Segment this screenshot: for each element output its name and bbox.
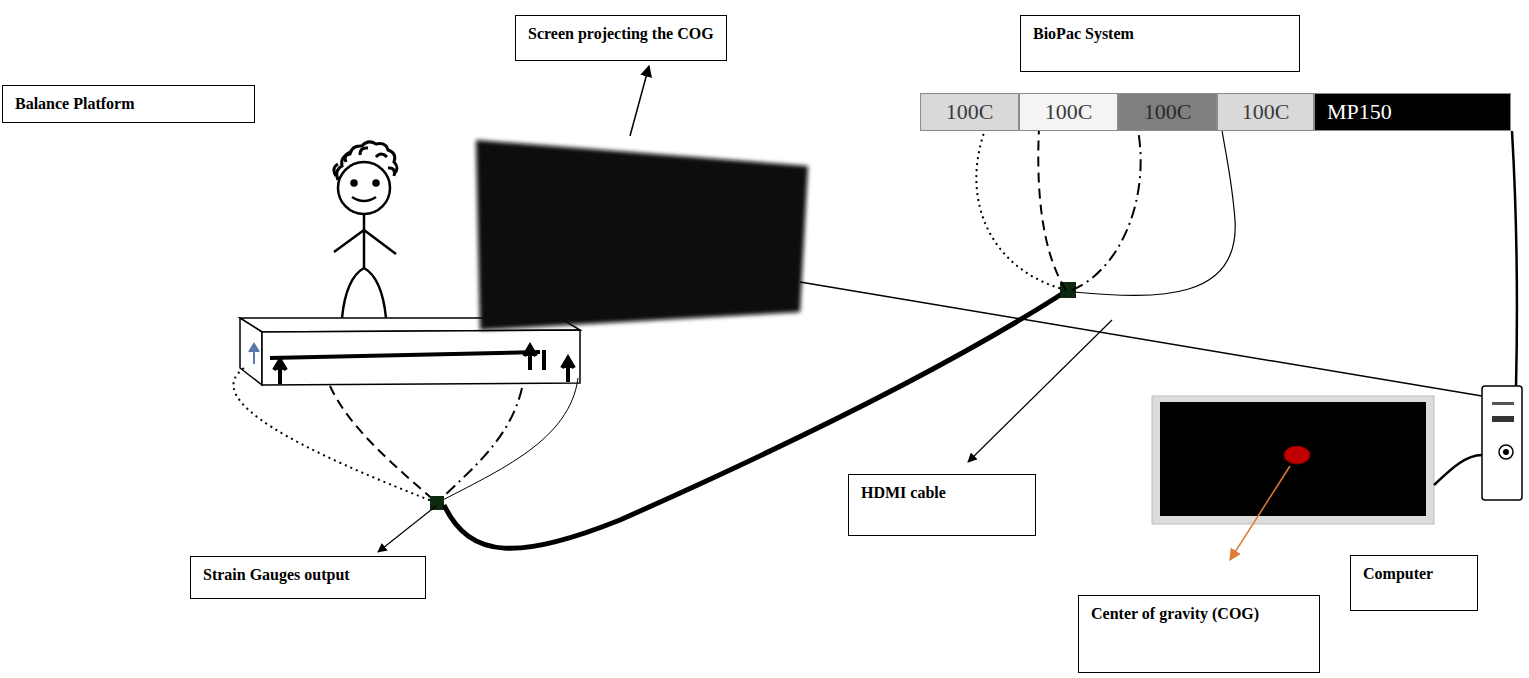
amplifier-module: 100C bbox=[1019, 93, 1118, 131]
module-wires bbox=[976, 112, 1235, 295]
callout-text: Computer bbox=[1363, 564, 1465, 584]
amplifier-module: 100C bbox=[1217, 93, 1314, 131]
callout-text: Strain Gauges output bbox=[203, 565, 413, 585]
module-label: 100C bbox=[946, 99, 994, 125]
leader-line bbox=[1230, 466, 1290, 560]
module-label: 100C bbox=[1144, 99, 1192, 125]
callout-box: Screen projecting the COG bbox=[515, 15, 727, 61]
module-label: MP150 bbox=[1327, 99, 1392, 125]
callout-text: Balance Platform bbox=[15, 94, 242, 114]
leader-line bbox=[378, 506, 436, 552]
callout-box: Center of gravity (COG) bbox=[1078, 595, 1320, 673]
monitor-cable bbox=[1434, 455, 1482, 485]
callout-text: HDMI cable bbox=[861, 483, 1023, 503]
callout-box: BioPac System bbox=[1020, 15, 1300, 72]
module-label: 100C bbox=[1242, 99, 1290, 125]
callout-box: Balance Platform bbox=[2, 85, 255, 123]
person-figure bbox=[334, 142, 397, 318]
projection-screen bbox=[476, 140, 808, 330]
computer-tower bbox=[1482, 386, 1522, 500]
callout-text: Center of gravity (COG) bbox=[1091, 604, 1307, 624]
callout-box: Strain Gauges output bbox=[190, 556, 426, 599]
callout-box: HDMI cable bbox=[848, 474, 1036, 536]
callout-text: BioPac System bbox=[1033, 24, 1287, 44]
leader-line bbox=[968, 320, 1112, 462]
strain-gauge-wires bbox=[233, 368, 578, 503]
amplifier-module: 100C bbox=[1118, 93, 1217, 131]
callout-text: Screen projecting the COG bbox=[528, 24, 714, 44]
leader-line bbox=[630, 66, 649, 136]
junction bbox=[430, 496, 444, 510]
callout-box: Computer bbox=[1350, 555, 1478, 611]
acquisition-unit: MP150 bbox=[1314, 93, 1511, 131]
signal-cable bbox=[444, 290, 1068, 548]
hdmi-cable bbox=[800, 282, 1482, 396]
usb-cable bbox=[1512, 131, 1517, 388]
balance-platform bbox=[240, 318, 580, 385]
module-label: 100C bbox=[1045, 99, 1093, 125]
computer-monitor bbox=[1152, 396, 1434, 524]
amplifier-module: 100C bbox=[920, 93, 1019, 131]
